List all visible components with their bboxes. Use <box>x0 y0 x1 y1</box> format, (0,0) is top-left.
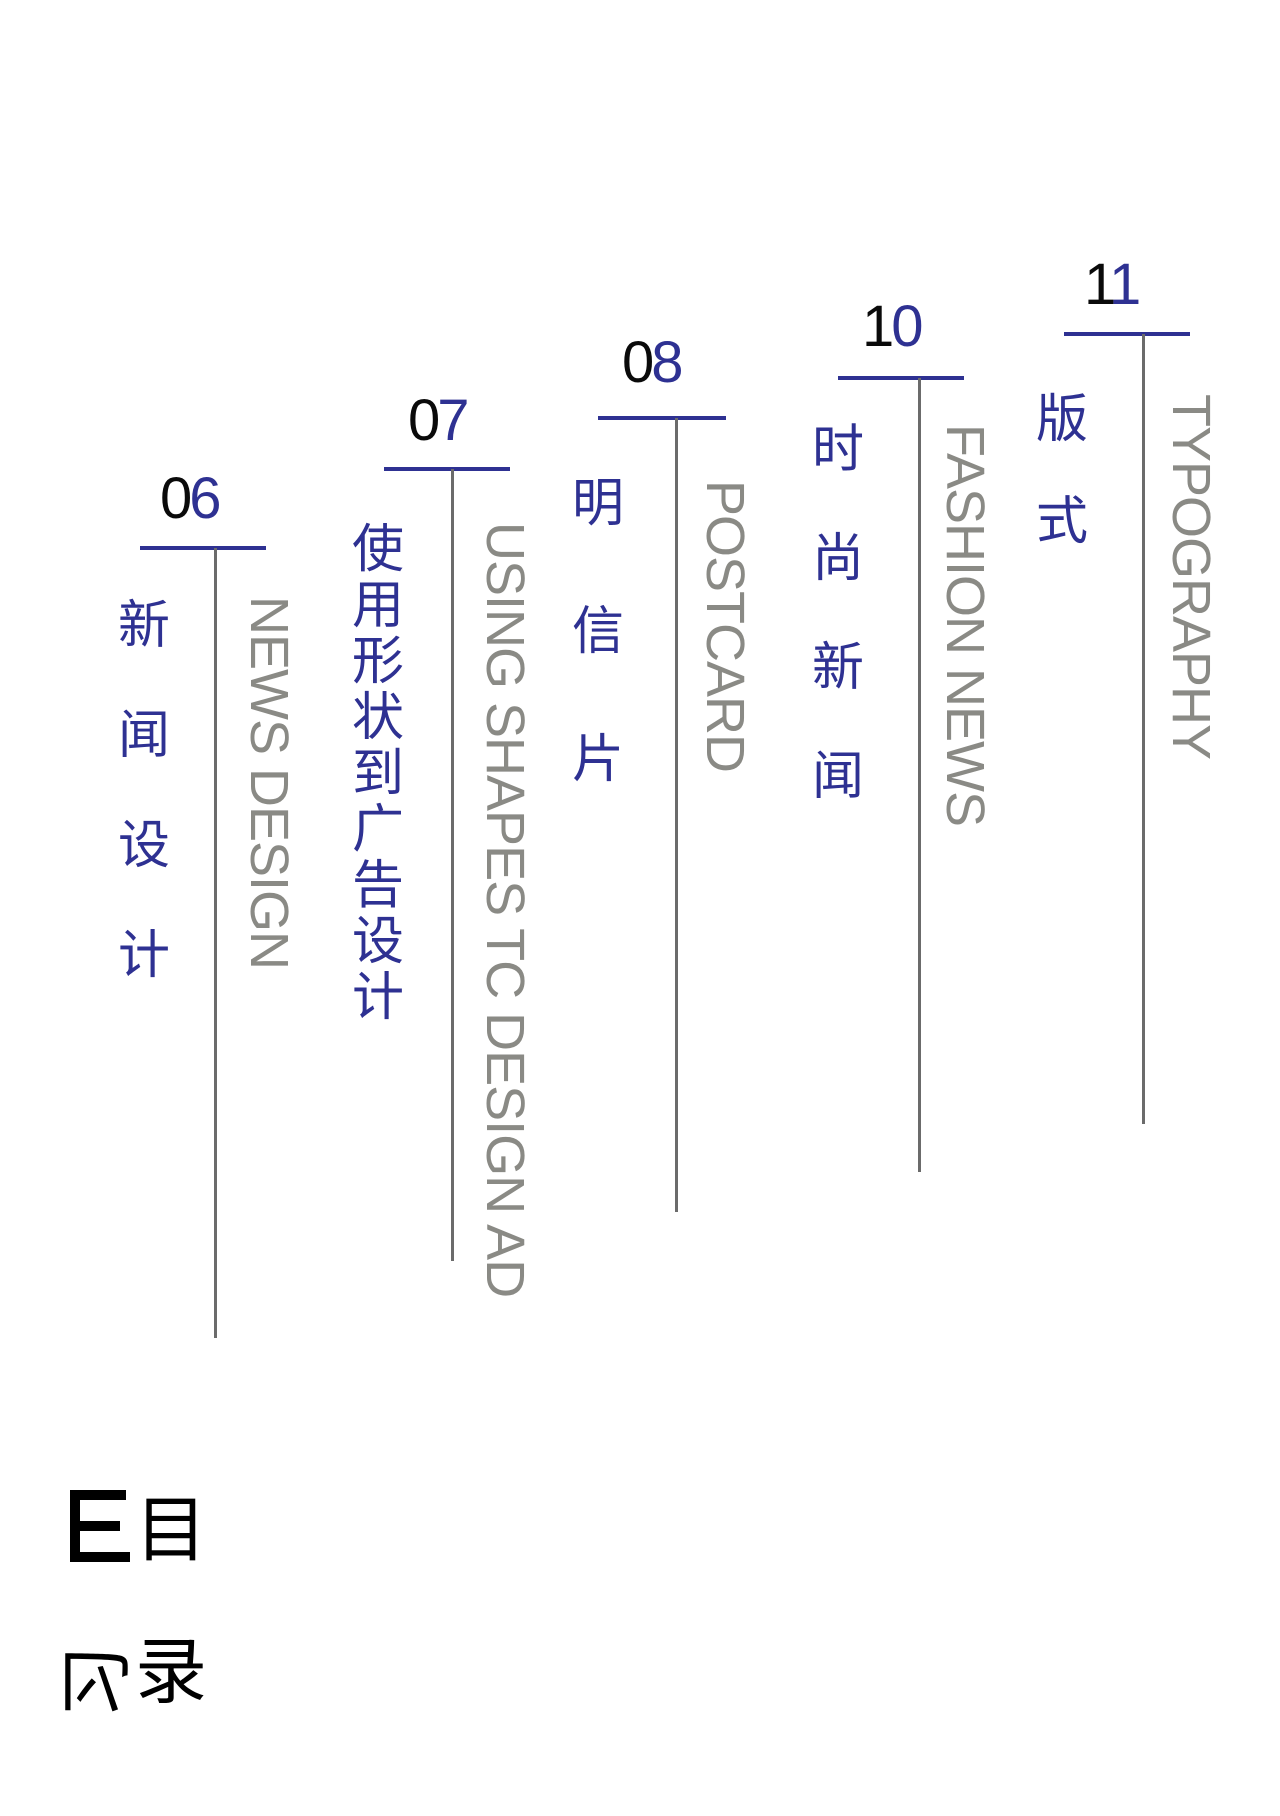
entry-bar <box>1064 332 1190 336</box>
entry-number: 07 <box>408 388 470 453</box>
entry-bar <box>140 546 266 550</box>
entry-english-title: TYPOGRAPHY <box>1161 394 1221 760</box>
mark-letter-bottom: 习 <box>54 1645 140 1719</box>
mark-chinese-top: 目 <box>135 1488 208 1572</box>
entry-number: 10 <box>862 294 924 359</box>
entry-line <box>1142 334 1145 1124</box>
entry-english-title: USING SHAPES TC DESIGN AD <box>475 522 535 1298</box>
entry-chinese-title: 新闻设计 <box>118 596 171 986</box>
entry-number: 11 <box>1084 252 1141 317</box>
entry-chinese-title: 明信片 <box>572 474 625 790</box>
entry-chinese-title: 时尚新闻 <box>812 420 865 807</box>
entry-bar <box>598 416 726 420</box>
entry-english-title: POSTCARD <box>695 480 755 773</box>
entry-line <box>918 378 921 1172</box>
entry-chinese-title: 使用形状到广告设计 <box>352 520 405 1028</box>
entry-english-title: NEWS DESIGN <box>239 596 299 970</box>
entry-bar <box>838 376 964 380</box>
entry-number: 06 <box>160 466 222 531</box>
entry-number: 08 <box>622 330 684 395</box>
entry-chinese-title: 版式 <box>1036 390 1089 552</box>
entry-english-title: FASHION NEWS <box>935 424 995 827</box>
e-glyph-icon <box>70 1490 130 1562</box>
entry-line <box>451 469 454 1261</box>
entry-bar <box>384 467 510 471</box>
entry-line <box>675 418 678 1212</box>
entry-line <box>214 548 217 1338</box>
mark-chinese-bottom: 录 <box>135 1630 208 1714</box>
